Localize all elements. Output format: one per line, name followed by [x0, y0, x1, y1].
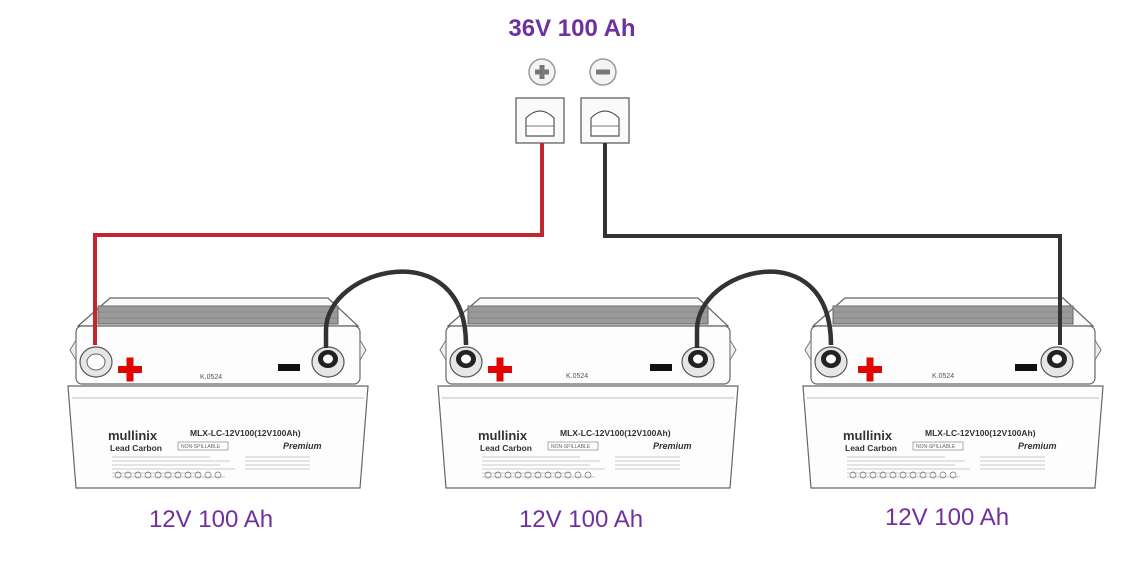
negative-terminal-post — [1040, 346, 1074, 378]
output-negative-symbol-icon — [589, 58, 617, 86]
battery-type: Lead Carbon — [480, 443, 532, 453]
negative-terminal-post — [311, 346, 345, 378]
battery-label-panel: mullinix MLX-LC-12V100(12V100Ah) Lead Ca… — [478, 428, 692, 479]
positive-terminal-post — [79, 346, 113, 378]
tier-label: Premium — [283, 441, 322, 451]
battery-body — [802, 297, 1104, 489]
tier-label: Premium — [653, 441, 692, 451]
battery-3: K.0524 mullinix MLX-LC-12V100(12V100Ah) … — [802, 297, 1104, 531]
tier-label: Premium — [1018, 441, 1057, 451]
brand-name: mullinix — [843, 428, 893, 443]
output-positive-terminal — [515, 97, 565, 144]
series-jumper-cable-1 — [323, 269, 469, 348]
positive-sign-icon — [118, 357, 142, 382]
battery-body — [437, 297, 739, 489]
negative-terminal-post — [681, 346, 715, 378]
battery-code: K.0524 — [932, 373, 954, 380]
battery-capacity-label: 12V 100 Ah — [149, 506, 273, 533]
positive-terminal-post — [449, 346, 483, 378]
battery-1: K.0524 mullinix MLX-LC-12V100(12V100Ah) … — [67, 297, 369, 533]
battery-body — [67, 297, 369, 489]
system-voltage-label: 36V 100 Ah — [508, 15, 635, 42]
battery-capacity-label: 12V 100 Ah — [885, 504, 1009, 531]
negative-sign-icon — [278, 364, 300, 371]
battery-code: K.0524 — [200, 374, 222, 381]
positive-sign-icon — [858, 357, 882, 382]
positive-sign-icon — [488, 357, 512, 382]
battery-label-panel: mullinix MLX-LC-12V100(12V100Ah) Lead Ca… — [108, 428, 322, 479]
battery-type: Lead Carbon — [110, 443, 162, 453]
non-spillable-label: NON-SPILLABLE — [181, 444, 221, 450]
negative-sign-icon — [1015, 364, 1037, 371]
positive-output-wire — [93, 143, 544, 345]
brand-name: mullinix — [478, 428, 528, 443]
battery-code: K.0524 — [566, 373, 588, 380]
non-spillable-label: NON-SPILLABLE — [551, 444, 591, 450]
output-negative-terminal — [580, 97, 630, 144]
negative-sign-icon — [650, 364, 672, 371]
battery-label-panel: mullinix MLX-LC-12V100(12V100Ah) Lead Ca… — [843, 428, 1057, 479]
brand-name: mullinix — [108, 428, 158, 443]
battery-2: K.0524 mullinix MLX-LC-12V100(12V100Ah) … — [437, 297, 739, 533]
model-name: MLX-LC-12V100(12V100Ah) — [925, 428, 1036, 438]
output-positive-symbol-icon — [528, 58, 556, 86]
battery-type: Lead Carbon — [845, 443, 897, 453]
model-name: MLX-LC-12V100(12V100Ah) — [190, 428, 301, 438]
model-name: MLX-LC-12V100(12V100Ah) — [560, 428, 671, 438]
negative-output-wire — [603, 143, 1062, 345]
positive-terminal-post — [814, 346, 848, 378]
series-jumper-cable-2 — [694, 269, 834, 348]
non-spillable-label: NON-SPILLABLE — [916, 444, 956, 450]
battery-capacity-label: 12V 100 Ah — [519, 506, 643, 533]
